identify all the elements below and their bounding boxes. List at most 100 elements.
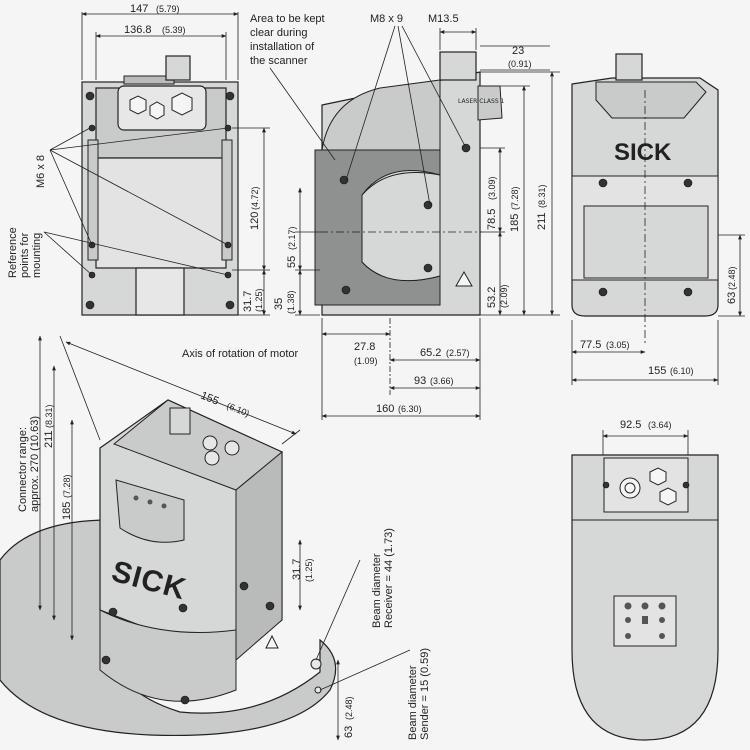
- dim-35-value: 35: [273, 298, 285, 310]
- laser-class-label: LASER CLASS 1: [458, 98, 505, 105]
- leader-line: [397, 25, 431, 206]
- dim-120-value: 120: [249, 212, 261, 230]
- top-view: 92.5 (3.64): [571, 419, 719, 741]
- dim-78-5-inch: (3.09): [487, 176, 497, 200]
- screw-icon: [85, 91, 95, 101]
- leader-line: [49, 127, 229, 151]
- top-connector-plate: [603, 457, 689, 513]
- dim-185-iso-inch: (7.28): [62, 474, 72, 498]
- screw-icon: [225, 300, 235, 310]
- mount-point-icon: [88, 124, 96, 132]
- dim-65-2-inch: (2.57): [446, 348, 470, 358]
- front-cable-gland: [165, 55, 191, 81]
- rear-inner-window: [583, 205, 709, 279]
- screw-icon: [598, 178, 608, 188]
- status-led-icon: [659, 617, 665, 623]
- screw-icon: [85, 300, 95, 310]
- dim-92-5-value: 92.5: [620, 419, 641, 431]
- dim-136-8-inch: (5.39): [162, 25, 186, 35]
- dim-211-iso-inch: (8.31): [44, 404, 54, 428]
- status-led-icon: [133, 495, 139, 501]
- reference-label-line3: mounting: [31, 233, 43, 278]
- top-hex-port: [649, 467, 667, 486]
- reference-label-line2: points for: [19, 232, 31, 278]
- dim-55-inch: (2.17): [287, 226, 297, 250]
- dim-63-iso-inch: (2.48): [344, 696, 354, 720]
- screw-icon: [101, 655, 111, 665]
- front-hex-port-1: [129, 95, 147, 115]
- dim-160-inch: (6.30): [398, 404, 422, 414]
- front-bottom-plug: [135, 267, 185, 316]
- beam-receiver-line2: Receiver = 44 (1.73): [383, 528, 395, 628]
- dim-211-inch: (8.31): [537, 184, 547, 208]
- dim-155-rear-value: 155: [648, 365, 666, 377]
- top-hex-port: [659, 487, 677, 506]
- leader-line: [319, 649, 411, 691]
- leader-line: [49, 127, 91, 151]
- iso-lower-window: [99, 609, 237, 702]
- dim-78-5-value: 78.5: [486, 209, 498, 230]
- leader-line: [49, 149, 229, 246]
- dim-185-value: 185: [509, 214, 521, 232]
- status-led-icon: [659, 633, 665, 639]
- rear-cable-gland: [615, 53, 643, 81]
- warning-triangle-icon: [455, 270, 473, 287]
- leader-line: [345, 25, 396, 181]
- status-led-icon: [161, 503, 167, 509]
- screw-icon: [461, 143, 471, 153]
- keep-clear-note-4: the scanner: [250, 55, 308, 67]
- leader-line: [401, 25, 466, 147]
- status-led-icon: [147, 499, 153, 505]
- status-led-icon: [641, 602, 649, 610]
- screw-icon: [598, 287, 608, 297]
- dim-136-8-value: 136.8: [124, 24, 152, 36]
- rear-view: SICK 63 (2.48) 77.5 (3.05) 155 (6.10): [571, 53, 745, 385]
- status-led-icon: [625, 617, 631, 623]
- front-hex-port-3: [171, 92, 193, 116]
- front-view: 147 (5.79) 136.8 (5.39) 120 (4.72) 31.7 …: [7, 3, 270, 316]
- beam-sender-line1: Beam diameter: [407, 665, 419, 740]
- screw-icon: [265, 601, 275, 611]
- screw-icon: [423, 263, 433, 273]
- front-hex-port-2: [149, 101, 165, 120]
- front-left-rail: [87, 139, 99, 261]
- dim-35-inch: (1.38): [286, 290, 296, 314]
- dim-77-5-inch: (3.05): [606, 340, 630, 350]
- side-cable-gland: [439, 51, 477, 81]
- side-top-hood: [321, 79, 441, 156]
- dim-92-5-inch: (3.64): [648, 420, 672, 430]
- iso-port: [202, 435, 218, 451]
- dim-23-value: 23: [512, 45, 524, 57]
- side-view: LASER CLASS 1 Area to be kept clear duri…: [182, 13, 560, 420]
- iso-port: [224, 440, 240, 456]
- dim-120-inch: (4.72): [250, 186, 260, 210]
- status-led-icon: [642, 616, 648, 624]
- keep-clear-note-2: clear during: [250, 27, 307, 39]
- screw-icon: [341, 285, 351, 295]
- dim-77-5-value: 77.5: [580, 339, 601, 351]
- axis-note: Axis of rotation of motor: [182, 348, 298, 360]
- dim-155-iso-inch: (6.10): [225, 401, 251, 419]
- leader-line: [43, 231, 93, 276]
- dim-211-value: 211: [536, 212, 548, 230]
- dim-155-rear-inch: (6.10): [670, 366, 694, 376]
- dim-185-inch: (7.28): [510, 186, 520, 210]
- screw-icon: [339, 175, 349, 185]
- dim-31-7-iso-inch: (1.25): [304, 558, 314, 582]
- screw-icon: [239, 581, 249, 591]
- iso-port: [204, 450, 220, 466]
- m8-label: M8 x 9: [370, 13, 403, 25]
- dim-63-inch: (2.48): [727, 266, 737, 290]
- beam-receiver-spot: [310, 658, 322, 670]
- beam-sender-line2: Sender = 15 (0.59): [419, 648, 431, 740]
- iso-display-panel: [115, 479, 185, 543]
- dim-27-8-value: 27.8: [354, 341, 375, 353]
- connector-range-line2: approx. 270 (10.63): [29, 416, 41, 512]
- side-connector: [477, 85, 503, 121]
- screw-size-label: M6 x 8: [35, 155, 47, 188]
- m13-label: M13.5: [428, 13, 459, 25]
- keep-clear-note-1: Area to be kept: [250, 13, 325, 25]
- dim-63-value: 63: [726, 292, 738, 304]
